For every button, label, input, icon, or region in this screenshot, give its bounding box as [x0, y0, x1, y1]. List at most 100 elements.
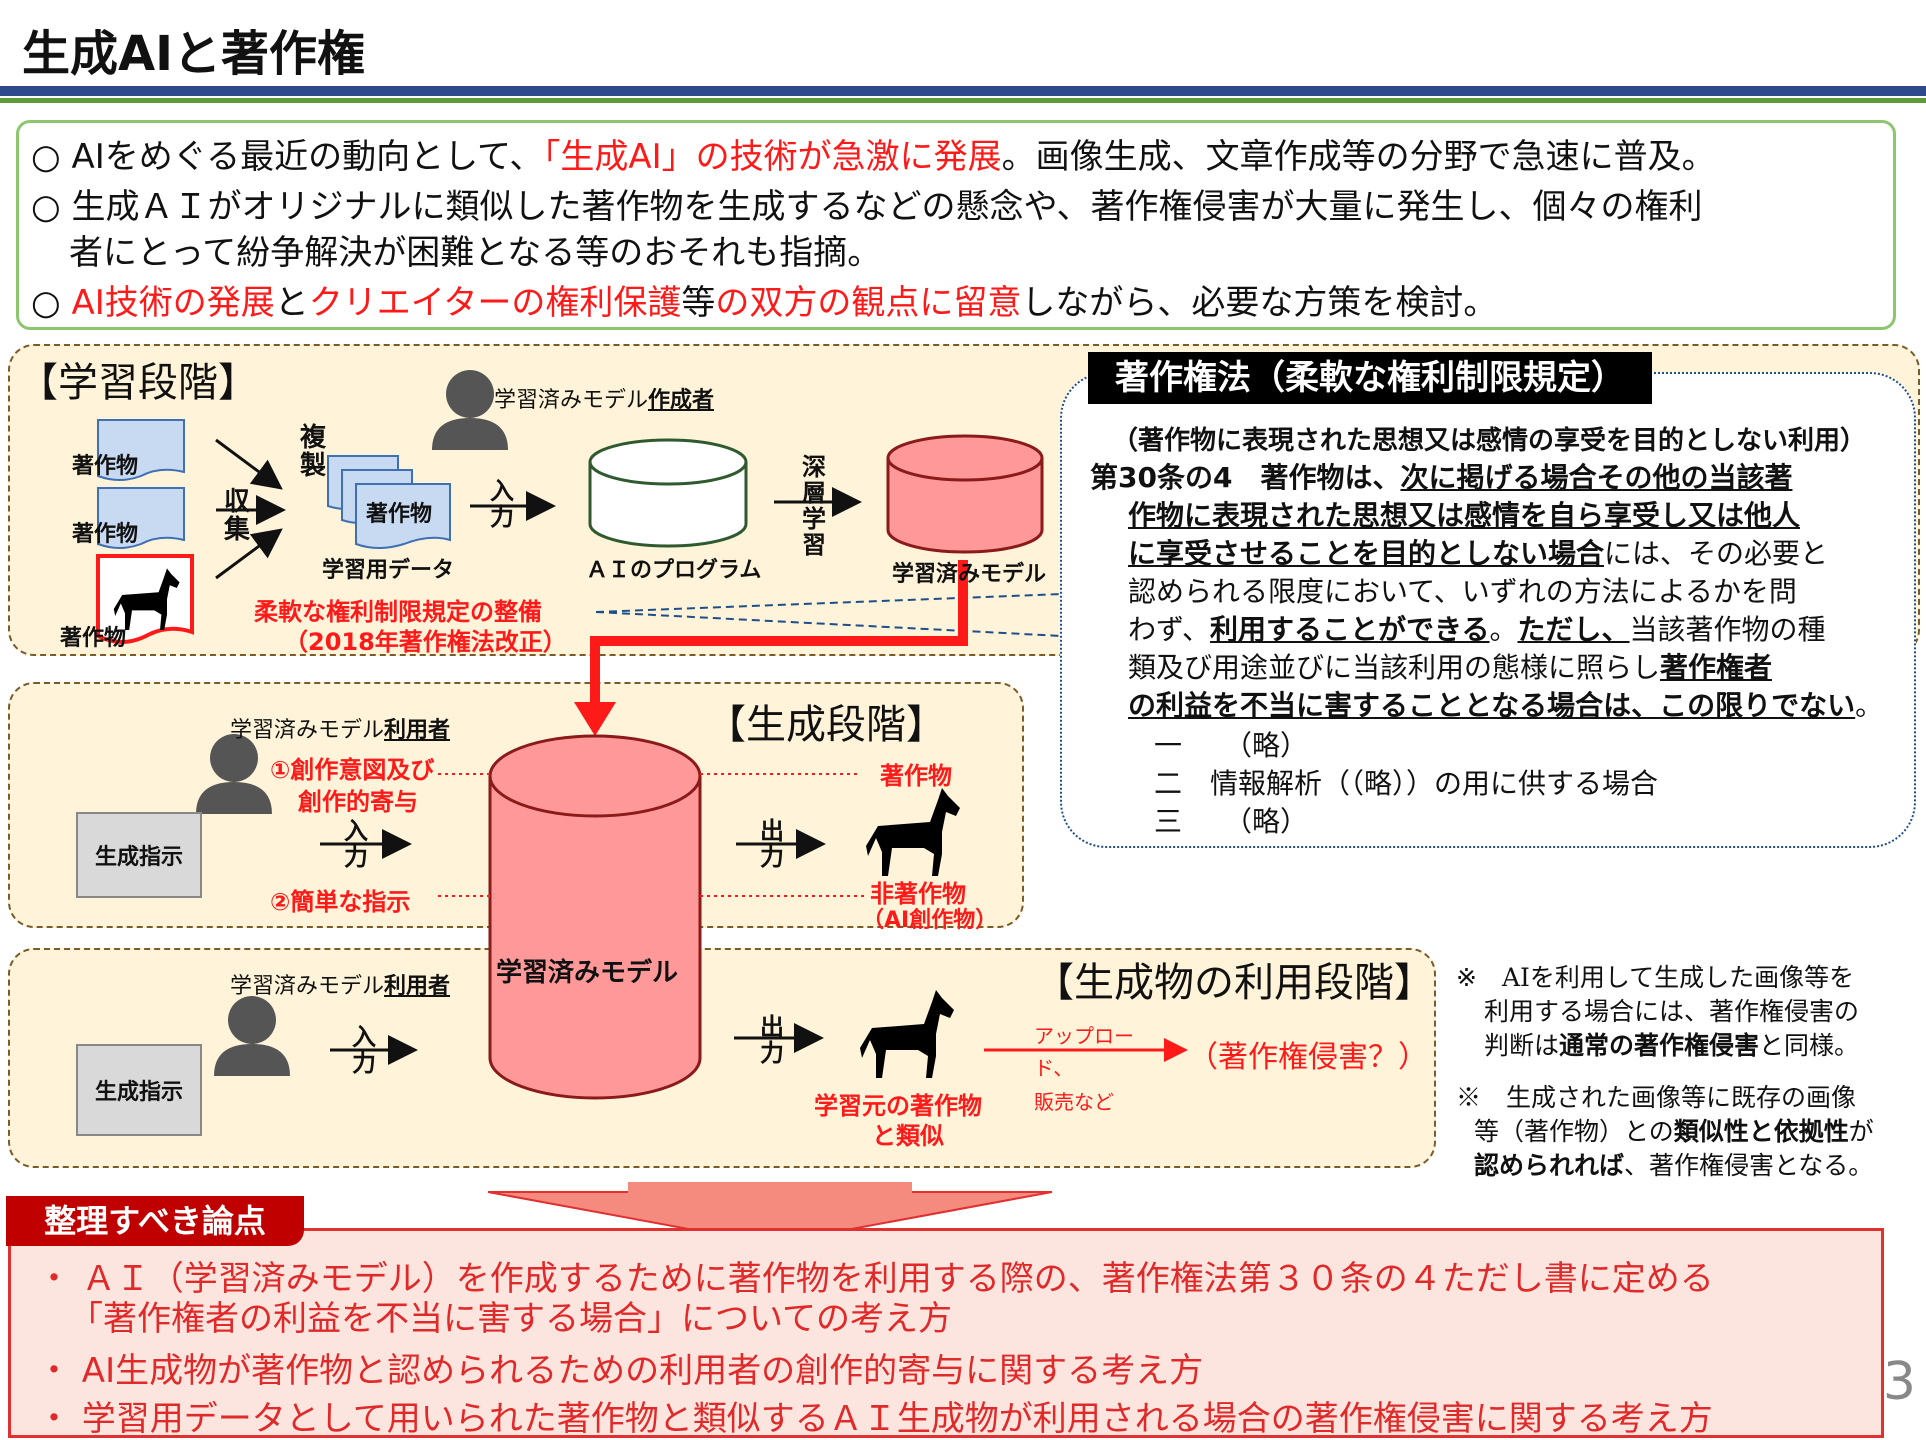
law-line-6: 類及び用途並びに当該利用の態様に照らし著作権者: [1128, 646, 1772, 686]
gen-user-label: 学習済みモデル利用者: [230, 712, 450, 744]
trained-model-large-cylinder: [488, 734, 702, 1100]
usage-user-label-b: 利用者: [384, 974, 451, 999]
note-2b-c: が: [1848, 1117, 1874, 1146]
note-2a: ※ 生成された画像等に既存の画像: [1456, 1083, 1857, 1112]
law-connector-bottom: [595, 611, 1063, 637]
law-line-7b: 。: [1855, 689, 1884, 722]
creator-label: 学習済みモデル作成者: [494, 382, 714, 414]
work-label-2: 著作物: [72, 522, 139, 547]
law-line-6b: 著作権者: [1660, 651, 1773, 684]
trained-model-label-large: 学習済みモデル: [496, 958, 679, 988]
note-1c-a: 判断は: [1484, 1031, 1560, 1060]
gen-instruction-box: 生成指示: [76, 812, 202, 898]
reform-label-1: 柔軟な権利制限規定の整備: [254, 598, 542, 626]
intro-line-3: ○ AI技術の発展とクリエイターの権利保護等の双方の観点に留意しながら、必要な方…: [31, 275, 1497, 324]
data-doc-label: 著作物: [366, 502, 433, 527]
usage-horse-icon: [860, 990, 954, 1078]
law-line-3: に享受させることを目的としない場合には、その必要と: [1128, 532, 1828, 572]
law-line-7: の利益を不当に害することとなる場合は、この限りでない。: [1128, 684, 1883, 724]
gen-nonwork-label: 非著作物: [870, 880, 966, 908]
issues-tab: 整理すべき論点: [6, 1196, 304, 1246]
gen-output-label: 出力: [760, 817, 784, 871]
law-title: 著作権法（柔軟な権利制限規定）: [1088, 352, 1652, 404]
upload-label-2: ド、: [1034, 1056, 1074, 1080]
issues-box: ・ ＡＩ（学習済みモデル）を作成するために著作物を利用する際の、著作権法第３０条…: [8, 1228, 1884, 1439]
intro-line-3c: と: [274, 283, 309, 323]
law-connector-top: [595, 593, 1063, 613]
sale-label: 販売など: [1034, 1090, 1114, 1114]
training-data-icon: [327, 455, 451, 549]
law-line-1b: 次に掲げる場合その他の当該著: [1400, 461, 1793, 494]
page-number: 3: [1882, 1352, 1916, 1412]
upload-label: アップロー: [1034, 1024, 1134, 1048]
similar-label-2: と類似: [872, 1122, 944, 1150]
intro-line-3b: AI技術の発展: [71, 283, 275, 323]
intro-line-1a: ○ AIをめぐる最近の動向として、: [31, 137, 544, 177]
law-item-1: 一 （略）: [1154, 729, 1309, 762]
gen-input-label: 入力: [344, 817, 368, 871]
similar-label-1: 学習元の著作物: [814, 1092, 982, 1120]
issue-1b: 「著作権者の利益を不当に害する場合」についての考え方: [69, 1299, 952, 1339]
law-line-5c: 。: [1489, 613, 1518, 646]
note-1c-b: 通常の著作権侵害: [1559, 1031, 1760, 1060]
intro-line-1c: 。画像生成、文章作成等の分野で急速に普及。: [1001, 137, 1716, 177]
ai-program-cylinder: [588, 438, 748, 548]
collect-arrow-1: [215, 438, 283, 490]
law-line-4: 認められる限度において、いずれの方法によるかを問: [1128, 575, 1797, 608]
law-line-6a: 類及び用途並びに当該利用の態様に照らし: [1128, 651, 1661, 684]
title-rule-green: [0, 98, 1926, 103]
gen-work-label: 著作物: [880, 762, 952, 790]
title-rule-navy: [0, 86, 1926, 96]
usage-user-label-a: 学習済みモデル: [230, 974, 385, 999]
intro-box: ○ AIをめぐる最近の動向として、「生成AI」の技術が急激に発展。画像生成、文章…: [16, 120, 1896, 330]
note-2b-a: 等（著作物）との: [1474, 1117, 1674, 1146]
learning-stage-title: 【学習段階】: [18, 360, 258, 406]
note-1c: 判断は通常の著作権侵害と同様。: [1484, 1026, 1859, 1062]
law-line-3b: には、その必要と: [1604, 537, 1829, 570]
law-line-5d: ただし、: [1517, 613, 1630, 646]
collect-arrow-3: [215, 528, 283, 580]
model-flow-arrow: [574, 560, 968, 736]
intro-line-3d: クリエイターの権利保護: [308, 283, 682, 323]
issue-3: ・ 学習用データとして用いられた著作物と類似するＡＩ生成物が利用される場合の著作…: [37, 1399, 1713, 1439]
usage-stage-title: 【生成物の利用段階】: [1034, 960, 1434, 1006]
law-line-1: 第30条の4 著作物は、次に掲げる場合その他の当該著: [1090, 456, 1792, 496]
work-doc-icon-2: [97, 487, 185, 549]
gen-user-person-icon: [196, 734, 272, 814]
program-label: ＡＩのプログラム: [586, 558, 762, 583]
usage-instruction-box: 生成指示: [76, 1044, 202, 1136]
gen-user-label-b: 利用者: [384, 718, 451, 743]
creator-label-a: 学習済みモデル: [494, 388, 649, 413]
law-item-2: 二 情報解析（（略））の用に供する場合: [1154, 767, 1659, 800]
note-1c-c: と同様。: [1759, 1031, 1860, 1060]
usage-user-person-icon: [214, 996, 290, 1076]
law-item-3: 三 （略）: [1154, 805, 1309, 838]
data-label: 学習用データ: [322, 558, 455, 583]
creator-label-b: 作成者: [648, 388, 715, 413]
intro-line-3a: ○: [31, 283, 72, 323]
note-2c-a: 認められれば: [1474, 1151, 1625, 1180]
infringe-label: （著作権侵害？）: [1188, 1040, 1428, 1075]
intro-line-2b: 者にとって紛争解決が困難となる等のおそれも指摘。: [69, 233, 882, 273]
gen-horse-icon: [866, 788, 960, 876]
generation-stage-title: 【生成段階】: [706, 702, 946, 748]
law-line-5e: 当該著作物の種: [1629, 613, 1826, 646]
note-2b: 等（著作物）との類似性と依拠性が: [1474, 1112, 1874, 1148]
gen-aiwork-label: （AI創作物）: [862, 908, 998, 933]
intro-line-3f: の双方の観点に留意: [715, 283, 1022, 323]
collect-label: 収集: [224, 487, 251, 545]
note-2b-b: 類似性と依拠性: [1673, 1117, 1849, 1146]
note-1b: 利用する場合には、著作権侵害の: [1484, 997, 1860, 1026]
deep-learning-label: 深層学習: [802, 453, 826, 559]
law-line-7a: の利益を不当に害することとなる場合は、この限りでない: [1128, 689, 1856, 722]
page-title: 生成AIと著作権: [22, 26, 366, 82]
issue-1: ・ ＡＩ（学習済みモデル）を作成するために著作物を利用する際の、著作権法第３０条…: [37, 1259, 1714, 1299]
intro-line-1: ○ AIをめぐる最近の動向として、「生成AI」の技術が急激に発展。画像生成、文章…: [31, 129, 1716, 178]
trained-model-small-cylinder: [886, 434, 1044, 554]
work-doc-icon-3: [96, 554, 194, 644]
work-label-3: 著作物: [60, 626, 127, 651]
trained-model-label-small: 学習済みモデル: [892, 562, 1047, 587]
note-1a: ※ AIを利用して生成した画像等を: [1456, 963, 1855, 992]
learning-input-label: 入力: [490, 477, 514, 531]
